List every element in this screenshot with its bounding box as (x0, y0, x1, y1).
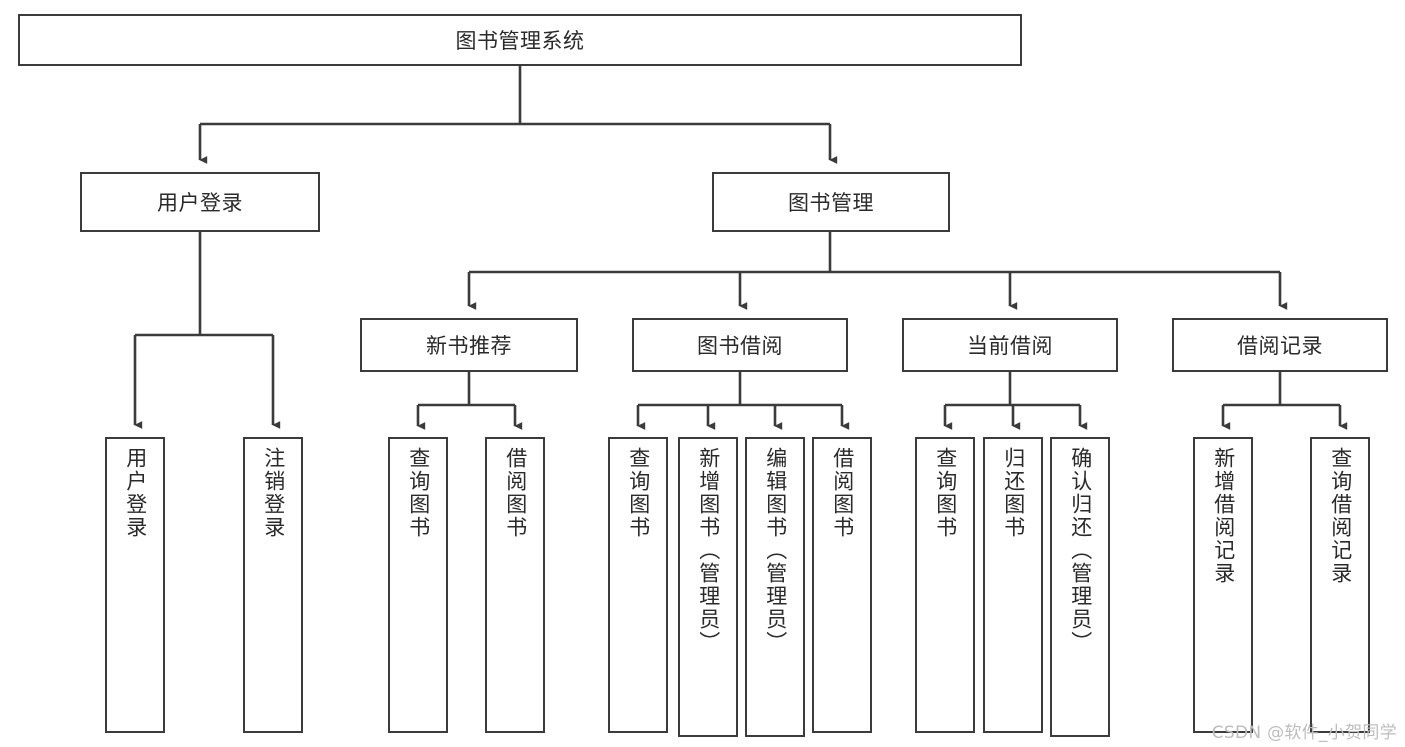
node-book-manage-label: 图书管理 (788, 191, 874, 215)
node-book-manage[interactable]: 图书管理 (712, 172, 950, 232)
leaf-user-login[interactable]: 用户登录 (105, 437, 165, 733)
leaf-logout-label: 注销登录 (261, 447, 286, 539)
leaf-borrow-book-2[interactable]: 借阅图书 (812, 437, 872, 733)
leaf-borrow-book-1-label: 借阅图书 (503, 447, 528, 539)
node-user-login[interactable]: 用户登录 (80, 172, 320, 232)
node-root[interactable]: 图书管理系统 (18, 14, 1022, 66)
leaf-logout[interactable]: 注销登录 (243, 437, 303, 733)
leaf-query-record[interactable]: 查询借阅记录 (1310, 437, 1370, 733)
leaf-query-book-2[interactable]: 查询图书 (608, 437, 668, 733)
watermark-text: CSDN @软件_小贺同学 (1211, 723, 1397, 743)
leaf-add-book-label: 新增图书（管理员） (696, 447, 721, 654)
leaf-borrow-book-2-label: 借阅图书 (830, 447, 855, 539)
leaf-query-book-1[interactable]: 查询图书 (388, 437, 448, 733)
node-book-borrow-label: 图书借阅 (697, 334, 783, 358)
leaf-add-book[interactable]: 新增图书（管理员） (678, 437, 738, 737)
leaf-confirm-return[interactable]: 确认归还（管理员） (1050, 437, 1110, 737)
leaf-borrow-book-1[interactable]: 借阅图书 (485, 437, 545, 733)
leaf-query-book-3[interactable]: 查询图书 (915, 437, 975, 733)
node-new-book-recommend-label: 新书推荐 (426, 334, 512, 358)
leaf-query-book-1-label: 查询图书 (406, 447, 431, 539)
node-root-label: 图书管理系统 (455, 29, 585, 53)
node-book-borrow[interactable]: 图书借阅 (632, 318, 848, 372)
node-borrow-record[interactable]: 借阅记录 (1172, 318, 1388, 372)
node-new-book-recommend[interactable]: 新书推荐 (360, 318, 578, 372)
leaf-return-book-label: 归还图书 (1001, 447, 1026, 539)
leaf-edit-book[interactable]: 编辑图书（管理员） (745, 437, 805, 737)
node-current-borrow-label: 当前借阅 (967, 334, 1053, 358)
leaf-add-record-label: 新增借阅记录 (1211, 447, 1236, 585)
leaf-add-record[interactable]: 新增借阅记录 (1193, 437, 1253, 733)
node-current-borrow[interactable]: 当前借阅 (902, 318, 1118, 372)
leaf-return-book[interactable]: 归还图书 (983, 437, 1043, 733)
node-borrow-record-label: 借阅记录 (1237, 334, 1323, 358)
leaf-query-book-3-label: 查询图书 (933, 447, 958, 539)
leaf-confirm-return-label: 确认归还（管理员） (1068, 447, 1093, 654)
leaf-query-record-label: 查询借阅记录 (1328, 447, 1353, 585)
leaf-user-login-label: 用户登录 (123, 447, 148, 539)
leaf-query-book-2-label: 查询图书 (626, 447, 651, 539)
leaf-edit-book-label: 编辑图书（管理员） (763, 447, 788, 654)
node-user-login-label: 用户登录 (157, 191, 243, 215)
